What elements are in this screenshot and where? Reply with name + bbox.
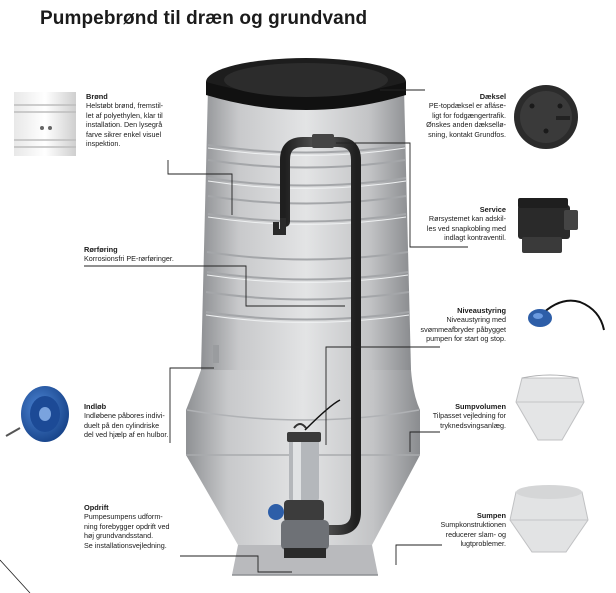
leader-lines xyxy=(84,89,468,573)
label-roerfoering-heading: Rørføring xyxy=(84,245,118,254)
snap-coupling xyxy=(312,134,334,148)
label-sumpvolumen-body: Tilpasset vejledning for tryknedsvingsan… xyxy=(432,411,506,430)
label-opdrift: Opdrift Pumpesumpens udform- ning foreby… xyxy=(84,503,194,550)
label-sumpvolumen: Sumpvolumen Tilpasset vejledning for try… xyxy=(412,402,506,430)
inlet-hole xyxy=(213,345,219,363)
label-indloeb-heading: Indløb xyxy=(84,402,107,411)
label-niveaustyring-body: Niveaustyring med svømmeafbryder påbygge… xyxy=(420,315,507,344)
well-base xyxy=(232,545,378,575)
label-niveaustyring: Niveaustyring Niveaustyring med svømmeaf… xyxy=(408,306,507,344)
label-service: Service Rørsystemet kan adskil- les ved … xyxy=(412,205,506,243)
service-coupling-thumbnail xyxy=(518,198,578,253)
float-switch-thumbnail xyxy=(528,299,605,331)
label-daeksel-body: PE-topdæksel er afláse- ligt for fodgæng… xyxy=(426,101,506,139)
label-sumpen-heading: Sumpen xyxy=(476,511,506,520)
label-niveaustyring-heading: Niveaustyring xyxy=(457,306,506,315)
label-broend-body: Helstøbt brønd, fremstil- let af polyeth… xyxy=(86,101,164,149)
label-sumpen-body: Sumpkonstruktionen reducerer slam- og lu… xyxy=(440,520,506,549)
broend-thumbnail xyxy=(14,92,76,156)
label-service-body: Rørsystemet kan adskil- les ved snapkobl… xyxy=(426,214,506,243)
label-daeksel: Dæksel PE-topdæksel er afláse- ligt for … xyxy=(410,92,506,139)
label-daeksel-heading: Dæksel xyxy=(479,92,506,101)
lid-thumbnail xyxy=(514,85,578,149)
label-indloeb-body: Indløbene påbores indivi- duelt på den c… xyxy=(84,411,169,440)
inlet-holesaw-thumbnail xyxy=(5,386,69,442)
label-indloeb: Indløb Indløbene påbores indivi- duelt p… xyxy=(84,402,184,440)
pump xyxy=(268,423,329,558)
label-sumpvolumen-heading: Sumpvolumen xyxy=(455,402,506,411)
label-opdrift-body: Pumpesumpens udform- ning forebygger opd… xyxy=(84,512,170,550)
label-sumpen: Sumpen Sumpkonstruktionen reducerer slam… xyxy=(420,511,506,549)
page-title: Pumpebrønd til dræn og grundvand xyxy=(40,8,368,29)
discharge-pipe xyxy=(280,137,361,535)
well-cylinder xyxy=(201,88,411,370)
sump-thumbnail xyxy=(509,485,589,553)
label-roerfoering-body: Korrosionsfri PE-rørføringer. xyxy=(84,254,174,264)
label-broend: Brønd Helstøbt brønd, fremstil- let af p… xyxy=(86,92,178,148)
sump-volume-thumbnail xyxy=(515,374,585,441)
label-broend-heading: Brønd xyxy=(86,92,108,101)
label-service-heading: Service xyxy=(479,205,506,214)
label-roerfoering: Rørføring Korrosionsfri PE-rørføringer. xyxy=(84,245,224,264)
label-opdrift-heading: Opdrift xyxy=(84,503,109,512)
